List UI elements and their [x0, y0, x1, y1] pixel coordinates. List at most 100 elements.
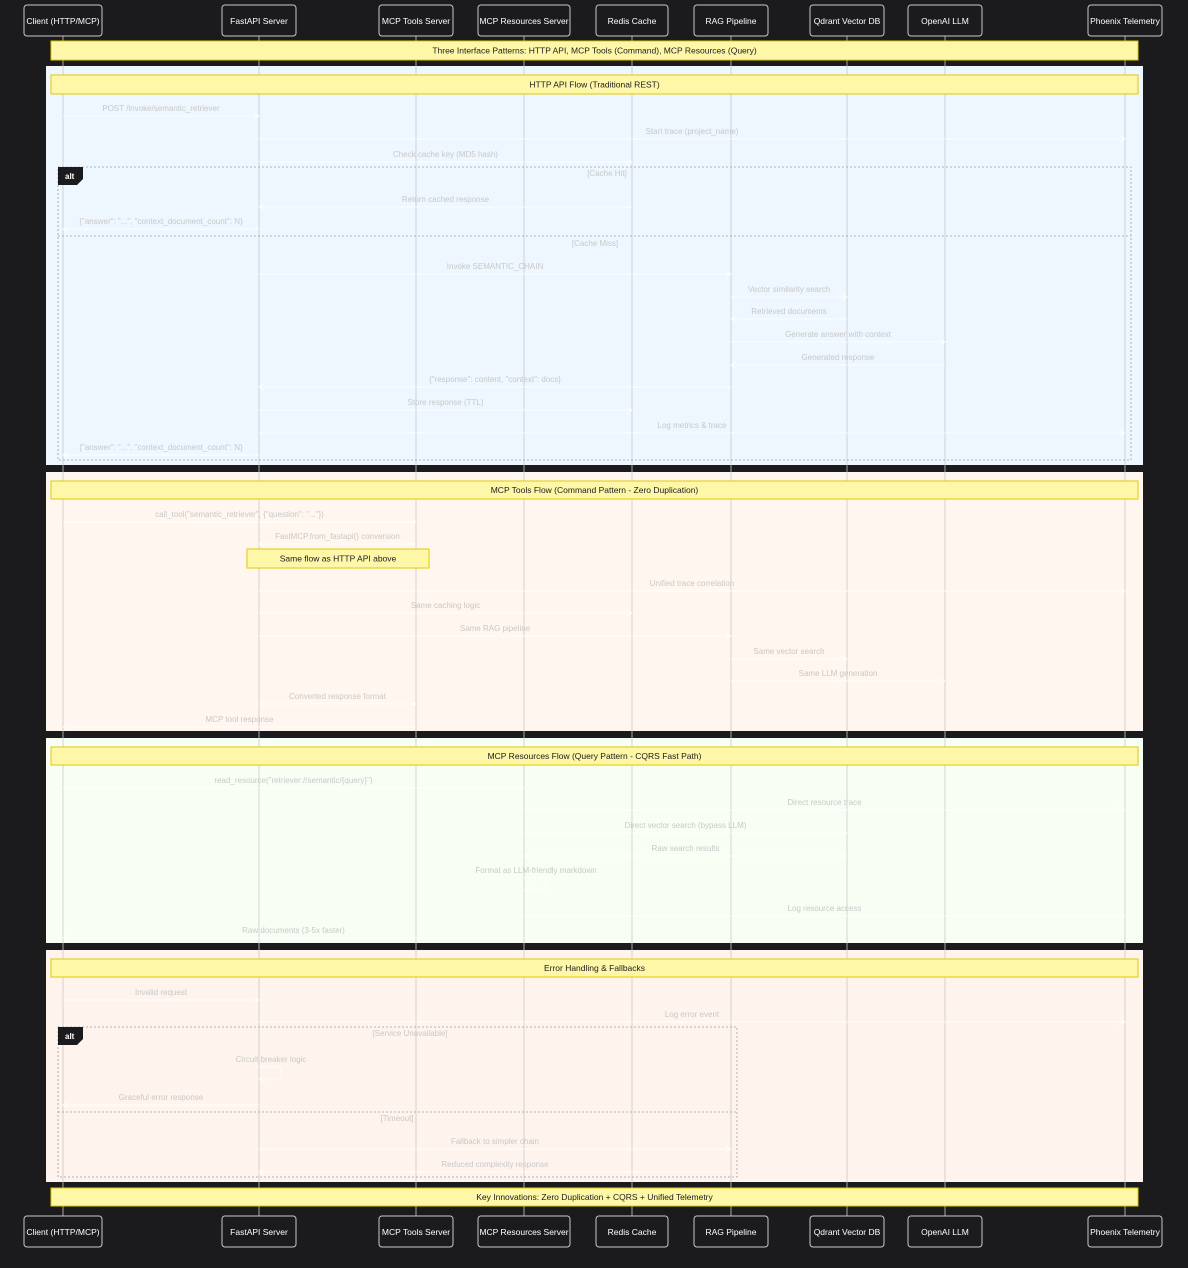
message-label: Direct resource trace — [787, 798, 862, 807]
message-label: call_tool("semantic_retriever", {"questi… — [155, 510, 324, 519]
note-bottom: Key Innovations: Zero Duplication + CQRS… — [50, 1187, 1139, 1207]
actor-label-openai: OpenAI LLM — [921, 1227, 969, 1237]
message-tools-5: Same vector search — [731, 647, 848, 663]
note-top: Three Interface Patterns: HTTP API, MCP … — [50, 40, 1139, 61]
message-label: Graceful error response — [119, 1093, 204, 1102]
note-same-flow: Same flow as HTTP API above — [246, 548, 430, 569]
actor-label-redis: Redis Cache — [608, 16, 657, 26]
actor-redis-bottom: Redis Cache — [595, 1215, 669, 1248]
message-http-5: Invoke SEMANTIC_CHAIN — [259, 262, 732, 278]
message-tools-3: Same caching logic — [259, 601, 633, 617]
message-tools-6: Same LLM generation — [731, 669, 946, 685]
alt-condition-cache-hit: [Cache Hit] — [587, 169, 627, 178]
section-title-tools-text: MCP Tools Flow (Command Pattern - Zero D… — [491, 485, 699, 495]
actor-fastapi-bottom: FastAPI Server — [221, 1215, 297, 1248]
message-http-3: Return cached response — [258, 195, 632, 211]
actor-openai-top: OpenAI LLM — [907, 4, 983, 37]
note-same-flow-text: Same flow as HTTP API above — [280, 554, 397, 564]
actor-openai-bottom: OpenAI LLM — [907, 1215, 983, 1248]
actor-label-qdrant: Qdrant Vector DB — [814, 1227, 881, 1237]
message-http-4: {"answer": "...", "context_document_coun… — [62, 217, 259, 233]
message-http-7: Retrieved documents — [730, 307, 847, 323]
message-label: Generate answer with context — [785, 330, 892, 339]
section-title-errors: Error Handling & Fallbacks — [50, 958, 1139, 978]
actor-mcptools-top: MCP Tools Server — [378, 4, 454, 37]
actor-label-redis: Redis Cache — [608, 1227, 657, 1237]
actor-label-client: Client (HTTP/MCP) — [26, 1227, 99, 1237]
message-label: POST /invoke/semantic_retriever — [102, 104, 220, 113]
message-label: {"answer": "...", "context_document_coun… — [79, 217, 243, 226]
actor-fastapi-top: FastAPI Server — [221, 4, 297, 37]
message-http-2: Check cache key (MD5 hash) — [259, 150, 633, 166]
message-resources-5: Log resource access — [524, 904, 1126, 920]
message-http-12: Log metrics & trace — [259, 421, 1126, 437]
message-tools-8: MCP tool response — [62, 715, 416, 731]
actor-label-mcptools: MCP Tools Server — [382, 1227, 450, 1237]
actor-label-phoenix: Phoenix Telemetry — [1090, 16, 1161, 26]
message-label: Invalid request — [135, 988, 188, 997]
actor-qdrant-bottom: Qdrant Vector DB — [809, 1215, 885, 1248]
message-tools-7: Converted response format — [259, 692, 417, 708]
message-label: Converted response format — [289, 692, 387, 701]
message-http-9: Generated response — [730, 353, 945, 369]
actor-rag-top: RAG Pipeline — [693, 4, 769, 37]
message-resources-6: Raw documents (3-5x faster) — [62, 926, 524, 942]
message-label: FastMCP.from_fastapi() conversion — [275, 532, 400, 541]
actor-client-bottom: Client (HTTP/MCP) — [23, 1215, 103, 1248]
actor-label-rag: RAG Pipeline — [705, 1227, 756, 1237]
actor-mcpres-bottom: MCP Resources Server — [477, 1215, 571, 1248]
message-tools-1: FastMCP.from_fastapi() conversion — [258, 532, 416, 548]
section-bg-tools — [46, 472, 1143, 731]
message-resources-3: Raw search results — [523, 844, 847, 860]
message-errors-2: Circuit breaker logic — [236, 1055, 307, 1083]
actor-redis-top: Redis Cache — [595, 4, 669, 37]
message-resources-0: read_resource("retriever://semantic/{que… — [63, 776, 525, 792]
alt-tag-cache: alt — [65, 172, 75, 181]
section-title-errors-text: Error Handling & Fallbacks — [544, 963, 645, 973]
actor-label-rag: RAG Pipeline — [705, 16, 756, 26]
actors: Client (HTTP/MCP)Client (HTTP/MCP)FastAP… — [23, 4, 1163, 1248]
alt-condition-cache-miss: [Cache Miss] — [572, 239, 618, 248]
actor-mcpres-top: MCP Resources Server — [477, 4, 571, 37]
message-http-0: POST /invoke/semantic_retriever — [63, 104, 260, 120]
note-bottom-text: Key Innovations: Zero Duplication + CQRS… — [476, 1192, 713, 1202]
message-tools-2: Unified trace correlation — [259, 579, 1126, 595]
message-label: Log metrics & trace — [658, 421, 727, 430]
message-label: MCP tool response — [206, 715, 274, 724]
message-label: Fallback to simpler chain — [451, 1137, 539, 1146]
alt-condition-timeout: [Timeout] — [380, 1114, 413, 1123]
message-label: {"response": content, "context": docs} — [429, 375, 561, 384]
message-label: Raw documents (3-5x faster) — [242, 926, 345, 935]
message-tools-0: call_tool("semantic_retriever", {"questi… — [63, 510, 417, 526]
actor-label-fastapi: FastAPI Server — [230, 16, 288, 26]
message-label: Circuit breaker logic — [236, 1055, 307, 1064]
actor-phoenix-top: Phoenix Telemetry — [1087, 4, 1163, 37]
message-errors-0: Invalid request — [63, 988, 260, 1004]
message-label: Same RAG pipeline — [460, 624, 531, 633]
actor-mcptools-bottom: MCP Tools Server — [378, 1215, 454, 1248]
message-resources-1: Direct resource trace — [524, 798, 1126, 814]
message-http-1: Start trace (project_name) — [259, 127, 1126, 143]
message-label: Raw search results — [651, 844, 719, 853]
message-label: Retrieved documents — [751, 307, 827, 316]
actor-label-mcpres: MCP Resources Server — [479, 16, 568, 26]
message-label: Store response (TTL) — [407, 398, 483, 407]
lifelines — [62, 36, 1126, 1216]
section-bg-http — [46, 66, 1143, 465]
message-label: Return cached response — [402, 195, 490, 204]
message-resources-4: Format as LLM-friendly markdown — [475, 866, 597, 894]
message-label: Same LLM generation — [799, 669, 878, 678]
message-http-11: Store response (TTL) — [259, 398, 633, 414]
actor-phoenix-bottom: Phoenix Telemetry — [1087, 1215, 1163, 1248]
message-resources-2: Direct vector search (bypass LLM) — [524, 821, 848, 837]
actor-label-openai: OpenAI LLM — [921, 16, 969, 26]
section-bg-errors — [46, 950, 1143, 1182]
message-errors-3: Graceful error response — [62, 1093, 259, 1109]
message-label: Same caching logic — [411, 601, 480, 610]
message-label: read_resource("retriever://semantic/{que… — [214, 776, 373, 785]
section-title-resources-text: MCP Resources Flow (Query Pattern - CQRS… — [488, 751, 702, 761]
actor-label-mcpres: MCP Resources Server — [479, 1227, 568, 1237]
message-label: Unified trace correlation — [650, 579, 734, 588]
message-errors-4: Fallback to simpler chain — [259, 1137, 732, 1153]
